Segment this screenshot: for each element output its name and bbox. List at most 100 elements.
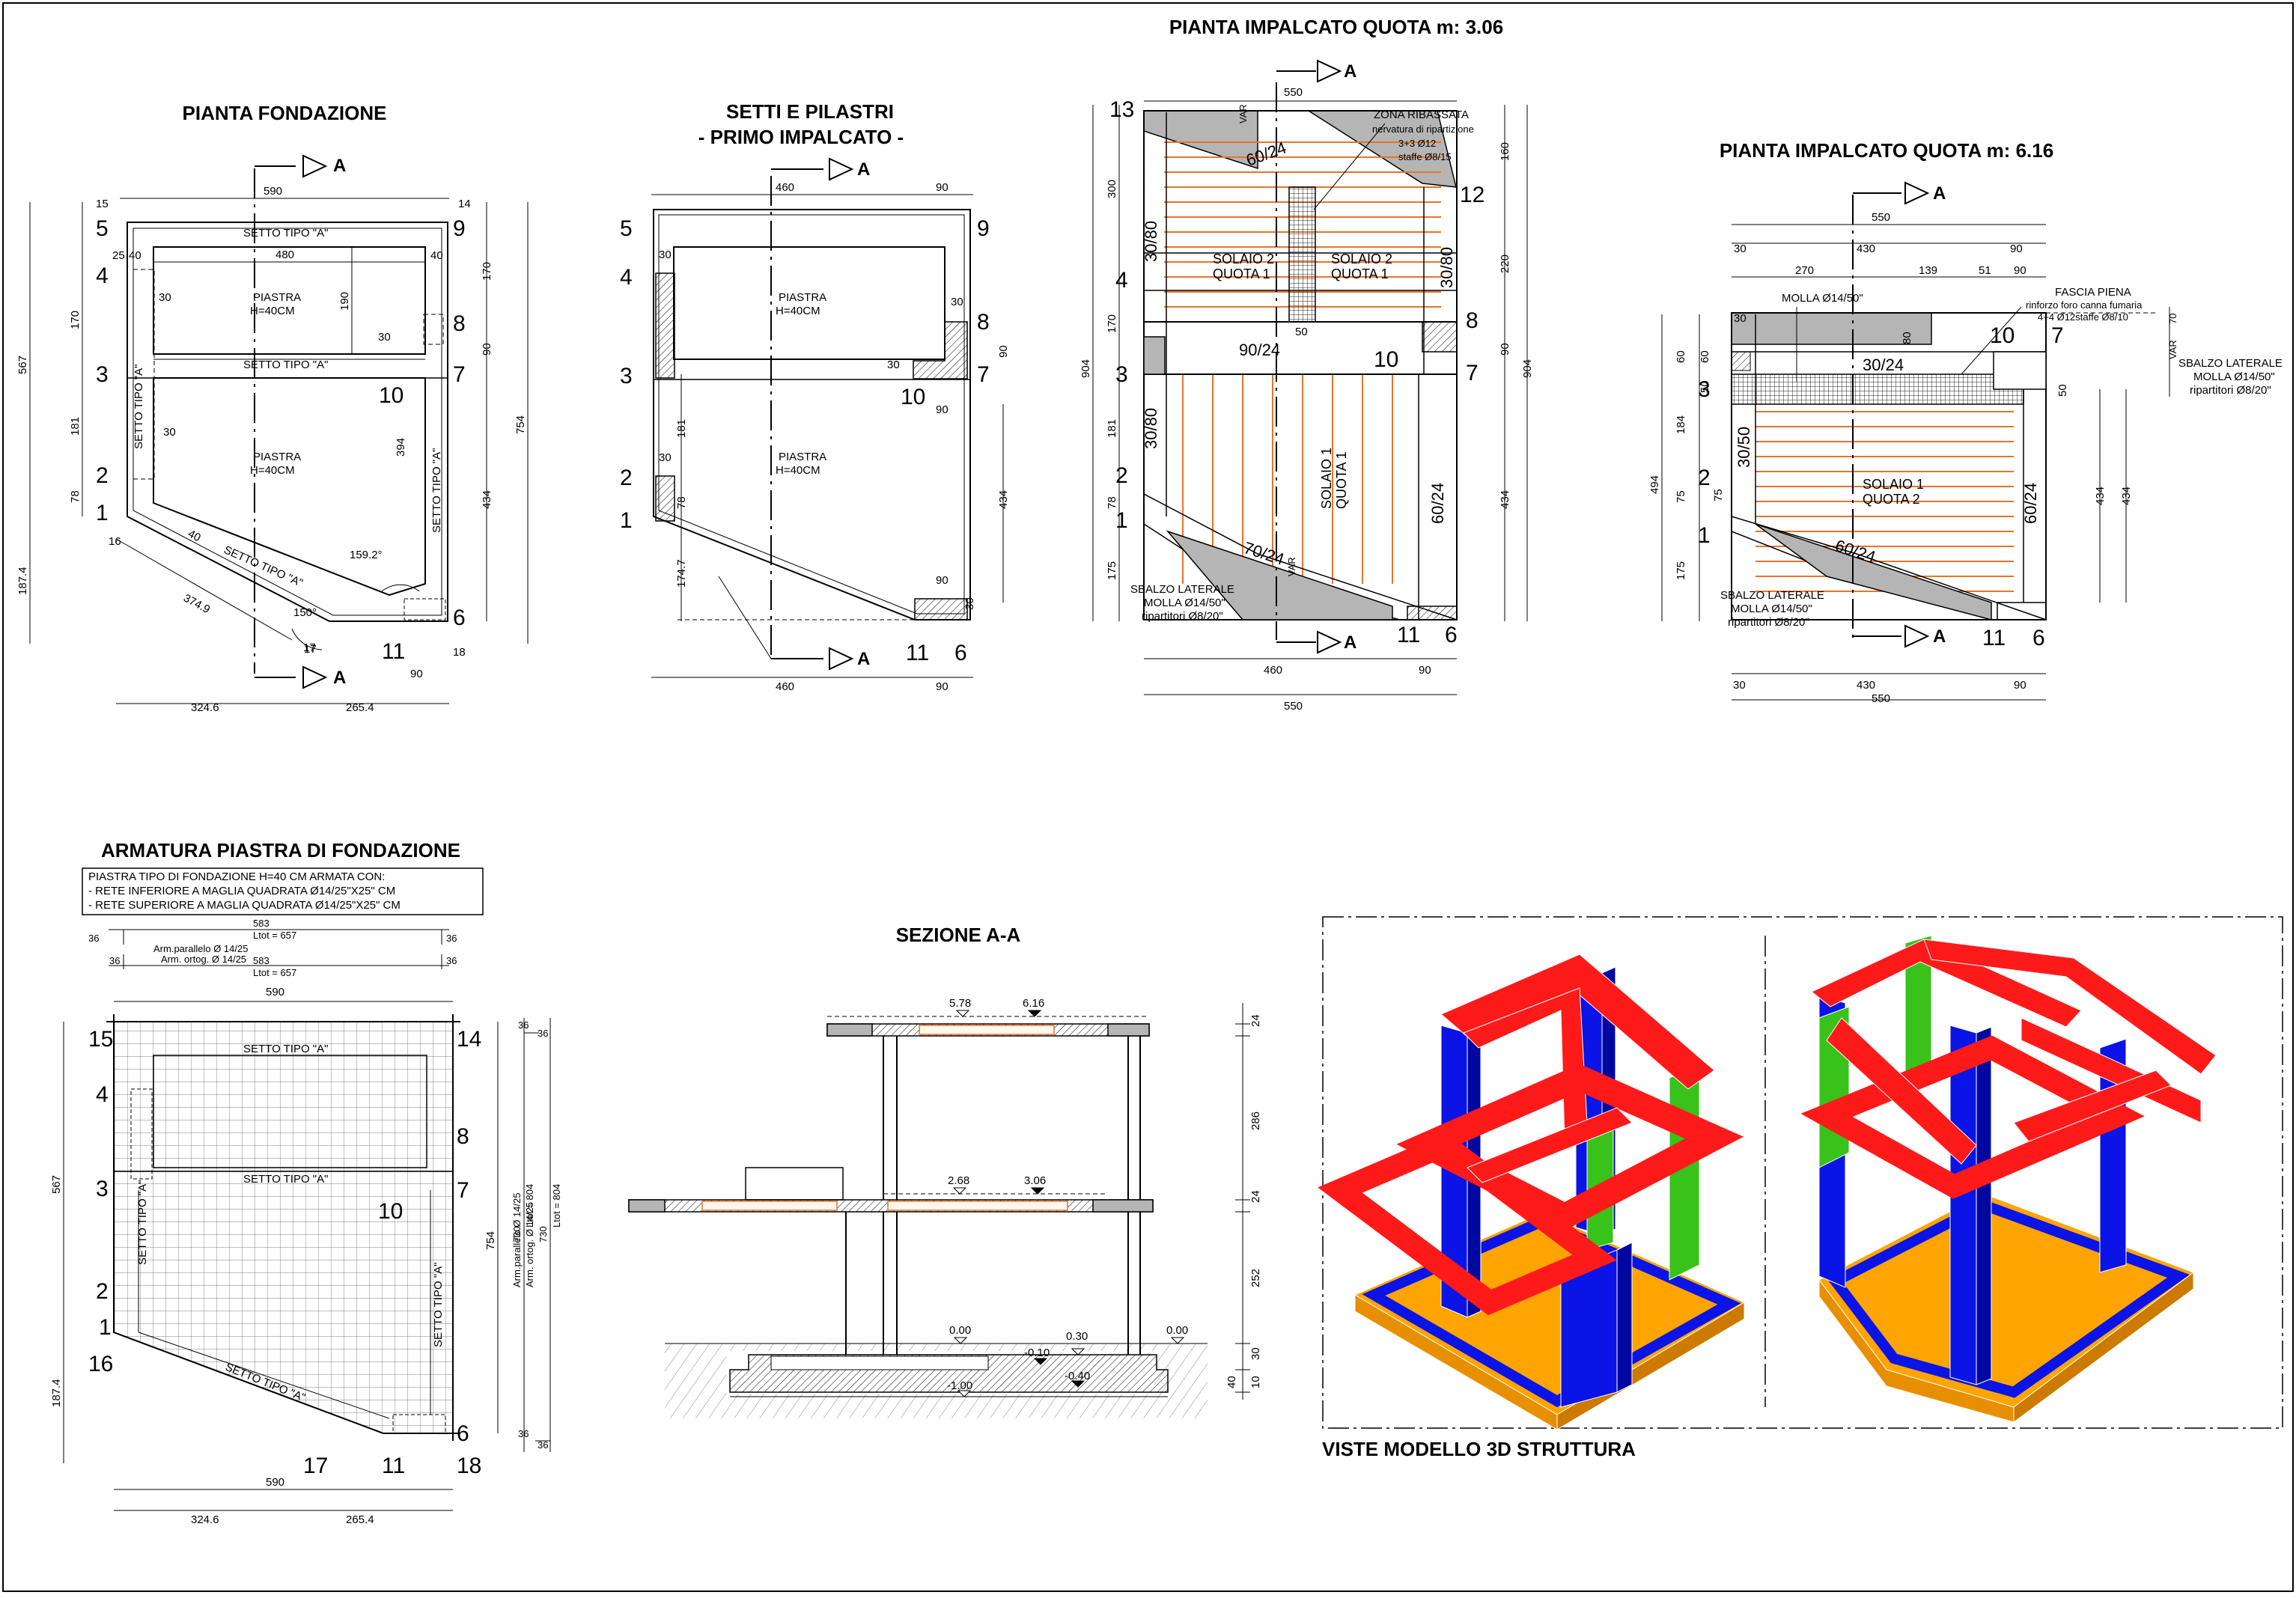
grid-label: 17 [303,1454,328,1478]
dimension: 50 [1699,380,1711,393]
wall-label: SETTO TIPO "A" [222,543,305,590]
section-marker-a: A [857,159,870,180]
dimension: 40 [1225,1376,1238,1388]
annotation: ripartitori Ø8/20" [2190,384,2271,397]
note-line: PIASTRA TIPO DI FONDAZIONE H=40 CM ARMAT… [88,870,385,883]
armatura-mesh [113,1021,454,1434]
level-label: -0.40 [1065,1370,1090,1382]
pianta-fondazione [29,154,529,704]
floor-label: QUOTA 1 [1334,451,1349,509]
dimension: Ltot = 657 [253,930,296,941]
grid-label: 6 [1445,623,1458,647]
dimension: 90 [2014,264,2026,277]
dimension: 174.7 [675,559,688,588]
wall-label: SETTO TIPO "A" [133,365,145,449]
dimension: 730 [511,1226,523,1242]
dimension: 904 [1521,359,1534,378]
grid-label: 18 [453,646,466,659]
grid-label: 10 [901,385,925,409]
grid-label: 2 [96,463,109,488]
annotation: SBALZO LATERALE [1720,589,1824,602]
level-label: 0.00 [949,1324,971,1337]
grid-label: 10 [1990,323,2015,348]
annotation: SBALZO LATERALE [2178,357,2283,370]
dimension: 550 [1872,692,1890,705]
dimension: 60 [1699,350,1711,363]
annotation: Arm.parallelo Ø 14/25 [153,943,248,954]
beam-label: 60/24 [1428,483,1447,524]
dimension: 583 [253,918,270,929]
dimension: 159.2° [350,549,383,561]
level-label: 5.78 [949,997,971,1010]
dimension: 430 [1857,243,1875,255]
grid-label: 9 [453,216,466,241]
title-setti-line1: SETTI E PILASTRI [726,100,894,123]
dimension: 265.4 [346,1513,374,1526]
grid-label: 7 [453,362,466,387]
annotation: ZONA RIBASSATA [1374,109,1469,121]
grid-label: 15 [96,198,109,210]
annotation: VAR [1237,104,1249,123]
dimension: 36 [88,933,99,944]
dimension: 170 [69,311,82,329]
dimension: 30 [163,426,176,439]
model-3d-left [1318,954,1746,1430]
dimension: 286 [1249,1111,1262,1130]
title-pianta-fondazione: PIANTA FONDAZIONE [183,102,387,124]
slab-label: PIASTRA [253,291,301,304]
dimension: 590 [266,1476,284,1489]
dimension: 150° [293,606,317,619]
grid-label: 5 [96,216,109,241]
setti-outline [653,209,971,620]
section-marker-a: A [1933,183,1946,204]
dimension: 90 [936,680,948,693]
grid-label: 11 [382,639,405,664]
grid-label: 12 [1460,183,1485,207]
grid-label: 4 [1115,268,1128,293]
annotation: 4+4 Ø12staffe Ø8/10 [2038,311,2128,323]
wall-label: SETTO TIPO "A" [430,448,443,533]
fondazione-inner [133,228,442,616]
dimension: 90 [1499,343,1511,356]
dimension: 480 [275,248,294,261]
dimension: 30 [963,597,976,610]
dimension: 160 [1499,142,1511,161]
grid-label: 10 [1374,347,1398,372]
level-label: 6.16 [1023,997,1044,1010]
dimension: 40 [430,249,443,262]
dimension: 220 [1499,254,1511,273]
annotation: ripartitori Ø8/20" [1728,616,1809,629]
grid-label: 11 [906,641,929,665]
title-viste-3d: VISTE MODELLO 3D STRUTTURA [1322,1438,1636,1460]
dimension: 184 [1675,415,1687,434]
section-marker-a: A [1344,632,1356,653]
grid-label: 6 [457,1421,469,1446]
dimension: 460 [776,181,794,194]
grid-label: 17 [303,641,316,654]
dimension: 270 [1795,264,1814,277]
annotation: nervatura di ripartizione [1372,123,1474,135]
dimension: 190 [338,292,351,311]
grid-label: 6 [453,606,466,630]
dimension: 181 [675,419,688,438]
dimension: 90 [997,345,1010,358]
dimension: 567 [50,1175,63,1194]
level-label: 0.30 [1066,1330,1088,1343]
grid-label: 5 [620,216,633,241]
grid-label: 7 [977,362,990,387]
beam-label: 30/80 [1437,247,1456,288]
dimension: 51 [1979,264,1991,277]
section-marker-a: A [1933,626,1946,647]
floor-label: QUOTA 2 [1863,492,1920,507]
note-line: - RETE SUPERIORE A MAGLIA QUADRATA Ø14/2… [88,899,401,912]
grid-label: 7 [1466,361,1479,385]
impalcato-616-outline [1731,312,2047,620]
dimension: 170 [481,262,493,281]
dimension: 567 [16,356,29,374]
grid-label: 6 [954,641,967,665]
grid-label: 13 [1109,97,1134,122]
setti-pilastri [651,157,1004,678]
dimension: 90 [2010,243,2023,255]
dimension: 754 [514,415,527,434]
